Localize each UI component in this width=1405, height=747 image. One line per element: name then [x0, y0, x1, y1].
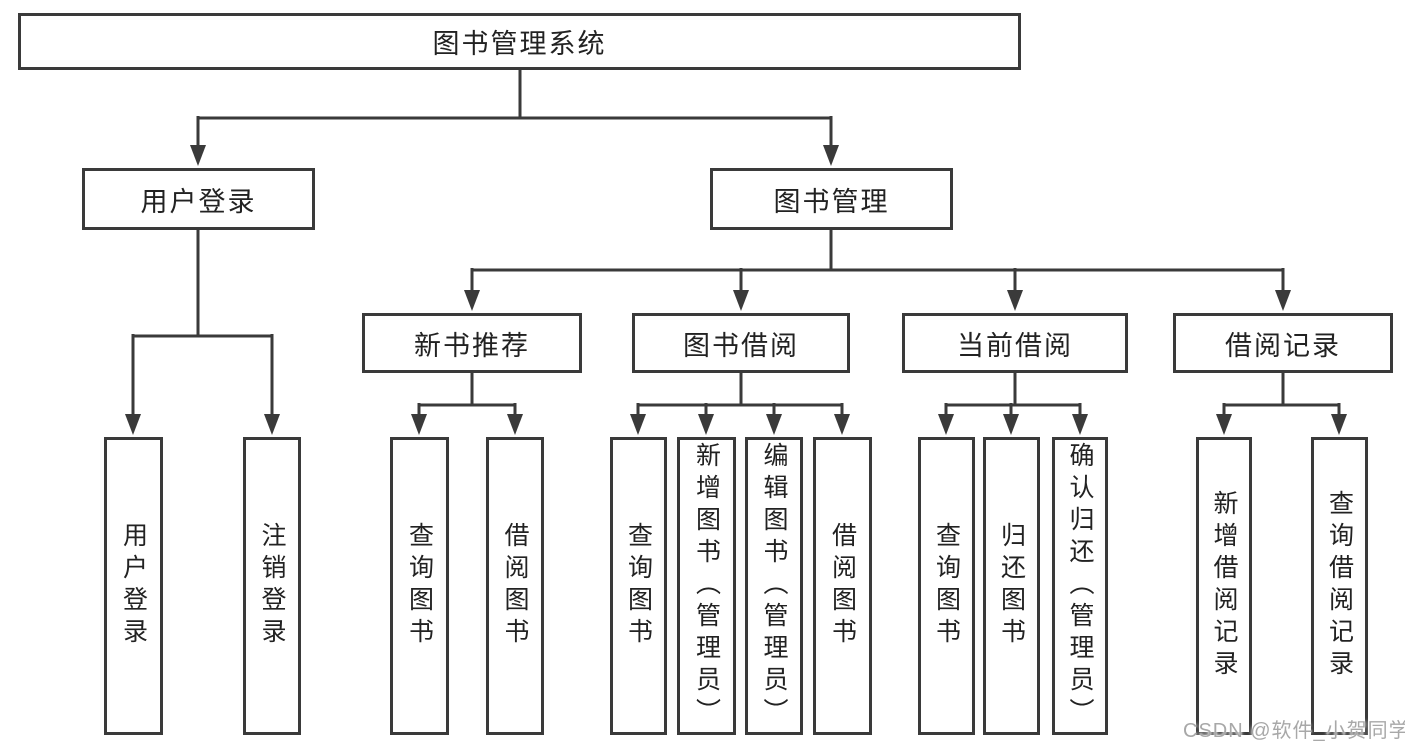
leaf-query-borrow-record: 查询借阅记录: [1311, 437, 1368, 735]
leaf-confirm-return-admin: 确认归还（管理员）: [1052, 437, 1108, 735]
leaf-borrow-books: 借阅图书: [813, 437, 872, 735]
node-user-login: 用户登录: [82, 168, 315, 230]
node-current-borrow: 当前借阅: [902, 313, 1128, 373]
leaf-recommend-borrow-books: 借阅图书: [486, 437, 544, 735]
connector-new-book-recommend-to-leaves: [411, 373, 523, 435]
node-borrow-records: 借阅记录: [1173, 313, 1393, 373]
node-book-borrow: 图书借阅: [632, 313, 850, 373]
connector-user-login-to-leaves: [125, 230, 280, 435]
connector-current-borrow-to-leaves: [938, 373, 1088, 435]
leaf-borrow-query-books: 查询图书: [610, 437, 667, 735]
connector-book-borrow-to-leaves: [630, 373, 850, 435]
leaf-recommend-query-books: 查询图书: [390, 437, 449, 735]
leaf-add-borrow-record: 新增借阅记录: [1196, 437, 1252, 735]
connector-book-management-to-level3: [464, 230, 1291, 311]
leaf-return-books: 归还图书: [983, 437, 1040, 735]
node-root-library-system: 图书管理系统: [18, 13, 1021, 70]
leaf-current-query-books: 查询图书: [918, 437, 975, 735]
connector-root-to-level2: [190, 70, 839, 166]
connector-borrow-records-to-leaves: [1216, 373, 1347, 435]
leaf-edit-books-admin: 编辑图书（管理员）: [745, 437, 803, 735]
leaf-user-login: 用户登录: [104, 437, 163, 735]
node-new-book-recommend: 新书推荐: [362, 313, 582, 373]
node-book-management: 图书管理: [710, 168, 953, 230]
leaf-add-books-admin: 新增图书（管理员）: [677, 437, 736, 735]
leaf-logout: 注销登录: [243, 437, 301, 735]
watermark-text: CSDN @软件_小贺同学: [1183, 720, 1405, 742]
